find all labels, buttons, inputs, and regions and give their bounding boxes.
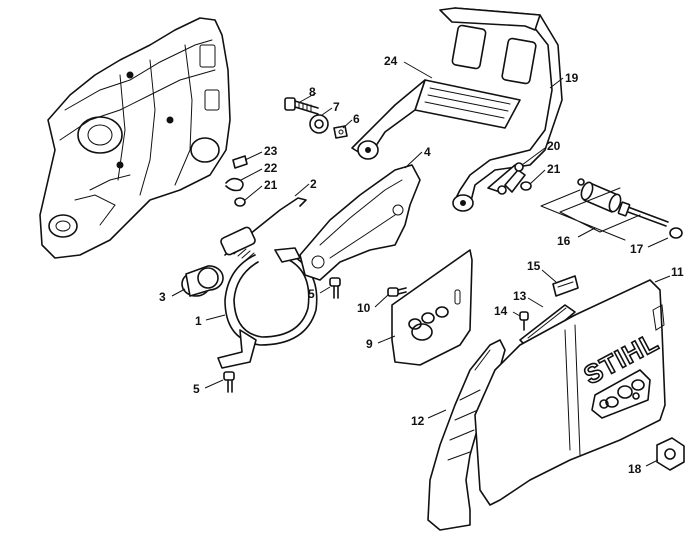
callout-15: 15	[527, 259, 541, 273]
callout-13: 13	[513, 289, 527, 303]
collar-nut	[656, 437, 685, 471]
pivot-screw-set	[284, 97, 348, 139]
brake-spring	[220, 197, 307, 261]
sleeve	[181, 265, 224, 297]
callout-10: 10	[357, 301, 371, 315]
callout-22: 22	[264, 161, 278, 175]
leader-lines	[171, 61, 671, 467]
callout-17: 17	[630, 242, 644, 256]
callout-6: 6	[353, 112, 360, 126]
callout-4: 4	[424, 145, 431, 159]
brake-band	[217, 247, 318, 369]
screw-5-upper	[329, 277, 341, 299]
small-bolt-set-left	[225, 155, 248, 207]
screw-5-lower	[223, 371, 235, 393]
callout-20: 20	[547, 139, 561, 153]
callout-11: 11	[671, 265, 684, 279]
callout-5-lower: 5	[193, 382, 200, 396]
callout-1: 1	[195, 314, 202, 328]
callout-14: 14	[494, 304, 508, 318]
callouts: 24 19 8 7 6 23 22 21 2 4 20 21 16 17 3 1…	[159, 54, 684, 476]
callout-21-right: 21	[547, 162, 561, 176]
callout-21-left: 21	[264, 178, 278, 192]
callout-7: 7	[333, 100, 340, 114]
callout-9: 9	[366, 337, 373, 351]
screw-10	[387, 287, 407, 297]
callout-19: 19	[565, 71, 579, 85]
callout-18: 18	[628, 462, 642, 476]
brake-cover	[299, 164, 421, 281]
callout-8: 8	[309, 85, 316, 99]
callout-24: 24	[384, 54, 398, 68]
callout-23: 23	[264, 144, 278, 158]
callout-16: 16	[557, 234, 571, 248]
catcher-sleeve-assembly	[540, 178, 683, 241]
cap-15	[552, 275, 579, 297]
guide-plate	[391, 249, 473, 366]
callout-5-upper: 5	[308, 287, 315, 301]
engine-housing	[39, 17, 231, 259]
brake-lever-linkage	[487, 162, 532, 195]
callout-3: 3	[159, 290, 166, 304]
sprocket-cover: STIHL	[474, 279, 666, 506]
callout-2: 2	[310, 177, 317, 191]
callout-12: 12	[411, 414, 425, 428]
